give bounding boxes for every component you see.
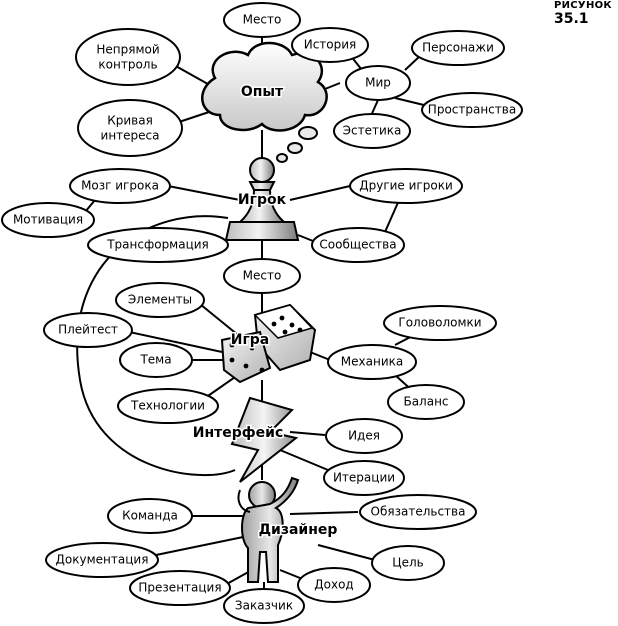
label-profit: Доход xyxy=(314,578,353,592)
node-player-mind xyxy=(69,168,171,204)
label-playtest: Плейтест xyxy=(58,323,118,337)
figure-caption: РИСУНОК 35.1 xyxy=(554,0,612,27)
label-line: контроль xyxy=(98,57,157,71)
label-other-players: Другие игроки xyxy=(359,179,453,193)
label-theme: Тема xyxy=(139,353,171,367)
label-mechanics: Механика xyxy=(341,355,403,369)
hub-interface-label: Интерфейс xyxy=(193,425,284,441)
node-puzzles xyxy=(383,305,497,341)
label-story: История xyxy=(304,38,357,52)
label-motivation: Мотивация xyxy=(13,213,83,227)
figure-number: 35.1 xyxy=(554,11,589,27)
label-puzzles: Головоломки xyxy=(398,316,481,330)
node-documentation xyxy=(45,542,159,578)
label-line: Кривая xyxy=(107,113,153,127)
node-indirect-control xyxy=(75,28,181,86)
node-aesthetics xyxy=(333,113,411,149)
label-technology: Технологии xyxy=(130,399,205,413)
label-iterations: Итерации xyxy=(333,471,395,485)
node-motivation xyxy=(1,202,95,238)
designer-person-icon xyxy=(237,476,300,583)
node-profit xyxy=(297,567,371,603)
node-spaces xyxy=(421,92,523,128)
node-team xyxy=(107,498,193,534)
node-balance xyxy=(387,384,465,420)
node-technology xyxy=(117,388,219,424)
hub-player-label: Игрок xyxy=(238,192,287,208)
label-presentation: Презентация xyxy=(138,581,221,595)
node-presentation xyxy=(129,570,231,606)
label-elements: Элементы xyxy=(128,293,192,307)
label-documentation: Документация xyxy=(56,553,149,567)
label-line: Непрямой xyxy=(96,42,159,56)
node-obligations xyxy=(359,494,477,530)
label-idea: Идея xyxy=(348,429,380,443)
label-place-top: Место xyxy=(243,13,282,27)
node-transformation xyxy=(87,227,229,263)
edge-interface-idea xyxy=(289,431,326,436)
node-interest-curve xyxy=(77,99,183,157)
label-obligations: Обязательства xyxy=(371,505,466,519)
node-other-players xyxy=(349,168,463,204)
node-playtest xyxy=(43,312,133,348)
figure-label: РИСУНОК xyxy=(554,0,612,11)
player-pawn-icon xyxy=(224,157,300,241)
node-story xyxy=(291,27,369,63)
node-goal xyxy=(371,545,445,581)
experience-cloud-icon xyxy=(201,41,328,163)
label-characters: Персонажи xyxy=(422,41,494,55)
interface-bolt-icon xyxy=(230,396,299,483)
label-client: Заказчик xyxy=(235,599,293,613)
label-balance: Баланс xyxy=(403,395,448,409)
edge-player-mind xyxy=(167,185,241,201)
label-aesthetics: Эстетика xyxy=(343,124,402,138)
edge-designer-goal xyxy=(317,544,376,561)
node-place-mid xyxy=(223,258,301,294)
label-communities: Сообщества xyxy=(319,238,396,252)
label-team: Команда xyxy=(122,509,178,523)
node-mechanics xyxy=(327,344,417,380)
label-world: Мир xyxy=(365,76,391,90)
label-goal: Цель xyxy=(392,556,423,570)
label-transformation: Трансформация xyxy=(106,238,209,252)
node-elements xyxy=(115,282,205,318)
node-place-top xyxy=(223,2,301,38)
edge-game-playtest xyxy=(119,329,223,353)
label-line: интереса xyxy=(101,128,160,142)
hub-game-label: Игра xyxy=(231,332,270,348)
node-theme xyxy=(119,342,193,378)
game-dice-icon xyxy=(220,303,317,384)
label-spaces: Пространства xyxy=(428,103,516,117)
node-idea xyxy=(325,418,403,454)
edge-game-technology xyxy=(204,374,239,399)
edge-designer-obligations xyxy=(289,511,359,515)
edge-player-others xyxy=(289,185,351,201)
node-world xyxy=(345,65,411,101)
node-iterations xyxy=(323,460,405,496)
edge-world-spaces xyxy=(394,97,429,107)
edge-designer-documentation xyxy=(155,535,249,556)
edge-transformation-loop xyxy=(76,215,236,476)
label-player-mind: Мозг игрока xyxy=(81,179,159,193)
hub-experience-label: Опыт xyxy=(241,84,284,100)
node-client xyxy=(223,588,305,624)
edge-world-characters xyxy=(404,55,421,71)
node-communities xyxy=(311,227,405,263)
label-place-mid: Место xyxy=(243,269,282,283)
edge-interface-iterations xyxy=(279,449,329,471)
hub-designer-label: Дизайнер xyxy=(259,522,338,538)
node-characters xyxy=(411,30,505,66)
